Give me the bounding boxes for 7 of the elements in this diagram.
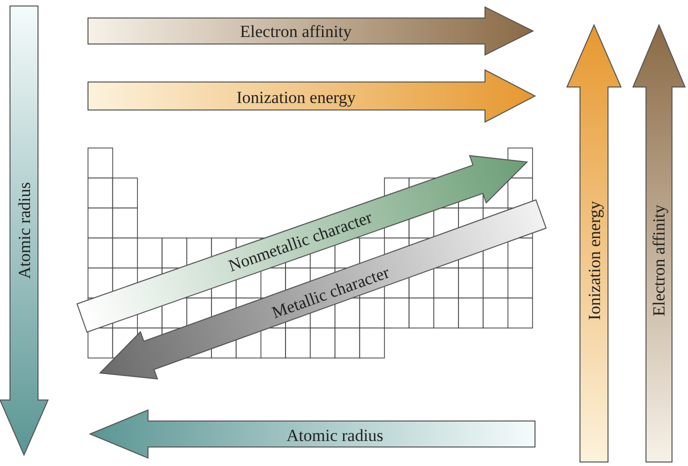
arrow-label: Atomic radius <box>15 182 32 278</box>
arrow-label: Electron affinity <box>240 22 352 40</box>
arrow-label: Ionization energy <box>236 88 356 106</box>
arrow-label: Electron affinity <box>650 204 668 316</box>
arrow-label: Atomic radius <box>286 426 384 444</box>
arrow-label: Ionization energy <box>586 200 603 320</box>
arrow-label: Metallic character <box>269 263 391 321</box>
